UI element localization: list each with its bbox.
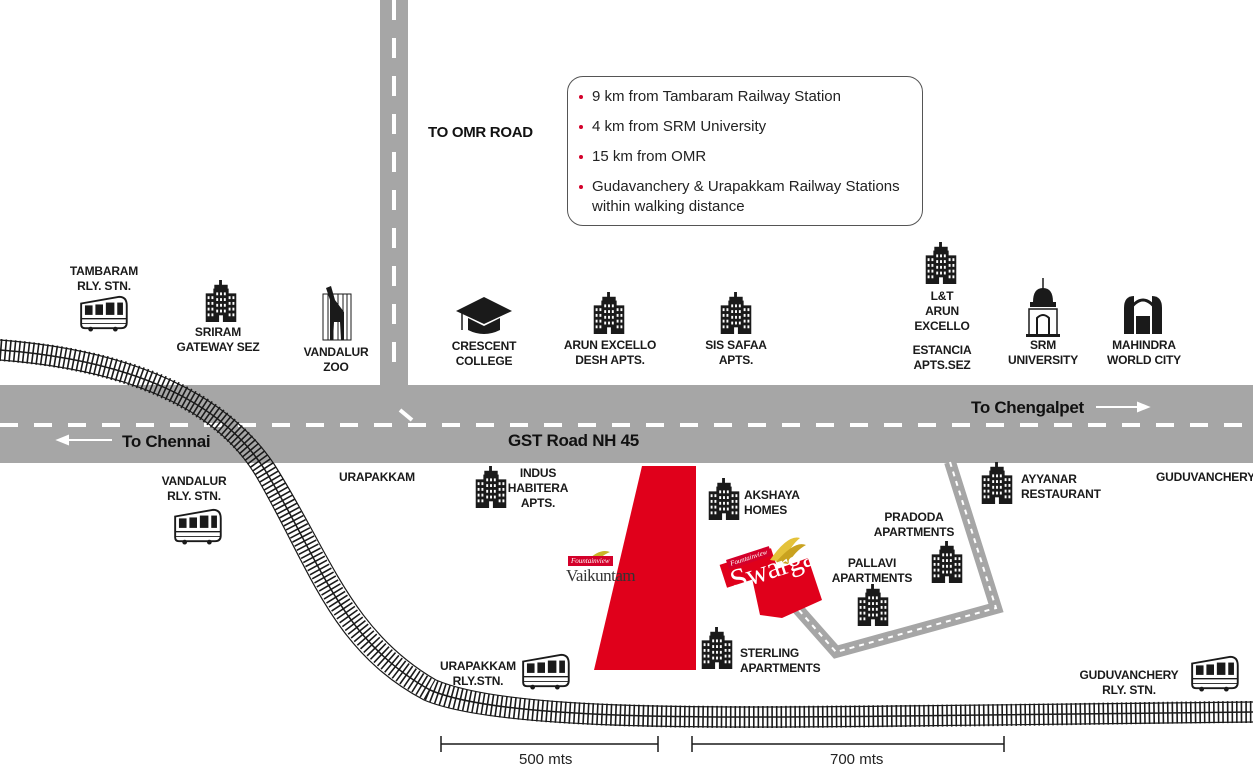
info-point: 15 km from OMR [576, 147, 912, 167]
railway-sleepers [0, 339, 1253, 728]
guduvanchery-label: GUDUVANCHERY [1156, 470, 1253, 484]
pallavi-apartments-label: PALLAVI APARTMENTS [831, 556, 913, 585]
akshaya-homes-label: AKSHAYA HOMES [744, 488, 800, 517]
building-icon-arun-desh [593, 292, 625, 334]
swargam-swoosh [770, 537, 800, 562]
sriram-sez-label: SRIRAM GATEWAY SEZ [176, 325, 260, 354]
guduvanchery-stn-label: GUDUVANCHERY RLY. STN. [1079, 668, 1179, 697]
swargam-swoosh-2 [776, 544, 806, 564]
train-icon-vandalur [174, 508, 222, 545]
railway-rail-top [0, 339, 1253, 708]
sis-safaa-label: SIS SAFAA APTS. [705, 338, 767, 367]
info-point: Gudavanchery & Urapakkam Railway Station… [576, 177, 912, 217]
train-icon-urapakkam [522, 653, 570, 690]
arrow-to-chennai [55, 434, 112, 446]
train-icon-guduvanchery [1191, 655, 1239, 692]
to-chennai-label: To Chennai [122, 432, 211, 451]
info-box: 9 km from Tambaram Railway Station 4 km … [567, 76, 923, 226]
train-icon-tambaram [80, 295, 128, 332]
crescent-college-label: CRESCENT COLLEGE [451, 339, 517, 368]
building-icon-ayyanar [981, 462, 1013, 504]
ayyanar-restaurant-label: AYYANAR RESTAURANT [1021, 472, 1101, 501]
scale-bar-700 [691, 736, 1005, 752]
building-icon-pradoda [931, 541, 963, 583]
vaikuntam-brand-tag: Fountainview [568, 556, 613, 566]
side-lane-centerline [789, 461, 998, 654]
building-icon-sis-safaa [720, 292, 752, 334]
building-icon-akshaya [708, 478, 740, 520]
urapakkam-stn-label: URAPAKKAM RLY.STN. [440, 659, 516, 688]
gst-road-label: GST Road NH 45 [508, 431, 639, 450]
vaikuntam-plot [594, 466, 696, 670]
to-chengalpet-label: To Chengalpet [971, 398, 1084, 417]
info-point: 4 km from SRM University [576, 117, 912, 137]
arrow-to-chengalpet [1096, 401, 1151, 413]
mahindra-logo-icon [1124, 296, 1162, 334]
to-omr-road-label: TO OMR ROAD [428, 124, 533, 141]
scale-label-500: 500 mts [519, 751, 573, 768]
srm-tower-icon [1026, 278, 1060, 337]
vandalur-zoo-label: VANDALUR ZOO [303, 345, 369, 374]
railway-rail-bottom [0, 359, 1253, 728]
lt-arun-excello-label: L&T ARUN EXCELLO [914, 289, 970, 333]
vaikuntam-logo: Vaikuntam [566, 566, 636, 585]
scale-label-700: 700 mts [830, 751, 884, 768]
mahindra-world-city-label: MAHINDRA WORLD CITY [1107, 338, 1181, 367]
graduation-cap-icon [456, 297, 512, 334]
info-point: 9 km from Tambaram Railway Station [576, 87, 912, 107]
estancia-label: ESTANCIA APTS.SEZ [912, 343, 972, 372]
scale-bar-500 [440, 736, 659, 752]
tambaram-stn-label: TAMBARAM RLY. STN. [69, 264, 139, 293]
omr-road-turn [398, 408, 414, 422]
pradoda-apartments-label: PRADODA APARTMENTS [873, 510, 955, 539]
building-icon-sriram [205, 280, 237, 322]
building-icon-indus [475, 466, 507, 508]
building-icon-lt-arun [925, 242, 957, 284]
srm-university-label: SRM UNIVERSITY [1007, 338, 1078, 367]
sterling-apartments-label: STERLING APARTMENTS [740, 646, 821, 675]
arun-excello-desh-label: ARUN EXCELLO DESH APTS. [563, 338, 657, 367]
building-icon-pallavi [857, 584, 889, 626]
giraffe-icon [322, 286, 352, 341]
urapakkam-label: URAPAKKAM [339, 470, 415, 484]
building-icon-sterling [701, 627, 733, 669]
indus-habitera-label: INDUS HABITERA APTS. [507, 466, 569, 510]
info-list: 9 km from Tambaram Railway Station 4 km … [576, 87, 912, 217]
vandalur-stn-label: VANDALUR RLY. STN. [161, 474, 227, 503]
